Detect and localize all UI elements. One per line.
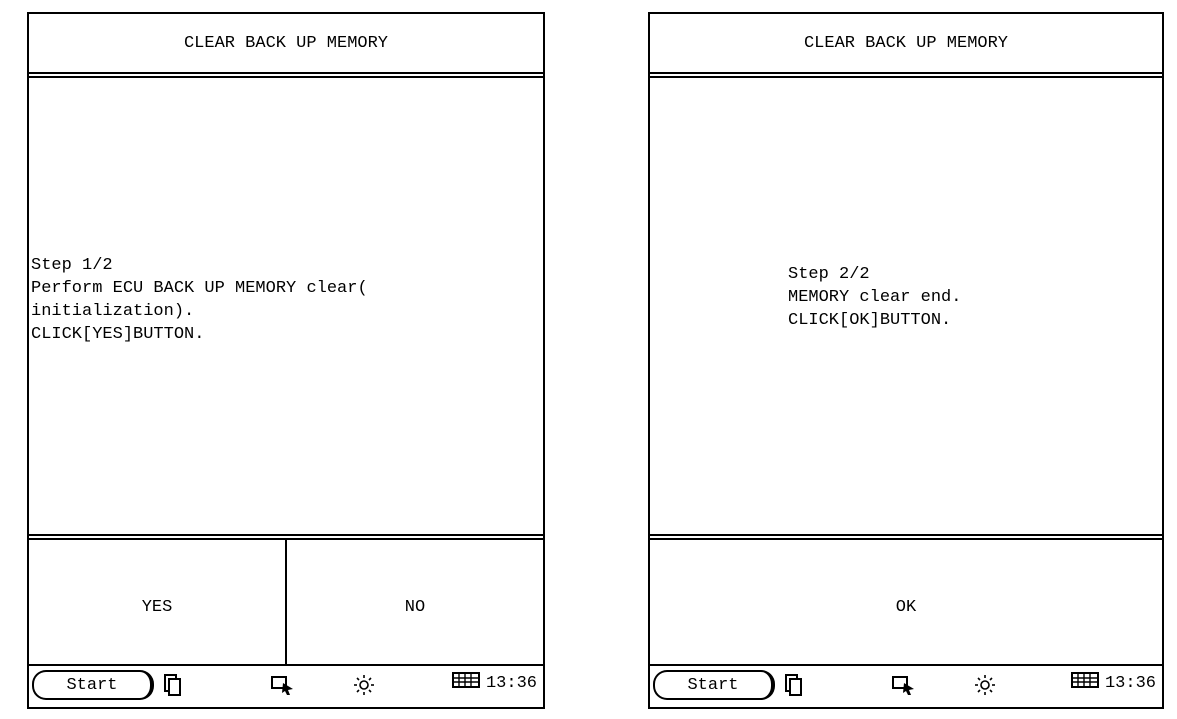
- brightness-icon[interactable]: [353, 673, 375, 697]
- pc-connection-icon[interactable]: [892, 673, 916, 697]
- message-panel: Step 1/2 Perform ECU BACK UP MEMORY clea…: [29, 78, 543, 536]
- device-screen-step-1: CLEAR BACK UP MEMORY Step 1/2 Perform EC…: [27, 12, 545, 709]
- content-divider: [650, 538, 1162, 540]
- title-divider: [29, 76, 543, 78]
- brightness-icon[interactable]: [974, 673, 996, 697]
- clock-time: 13:36: [485, 673, 537, 693]
- screen-title: CLEAR BACK UP MEMORY: [650, 14, 1162, 74]
- start-button[interactable]: Start: [32, 670, 154, 700]
- message-panel: Step 2/2 MEMORY clear end. CLICK[OK]BUTT…: [650, 78, 1162, 536]
- instruction-message: Step 2/2 MEMORY clear end. CLICK[OK]BUTT…: [788, 265, 962, 330]
- windows-icon[interactable]: [785, 673, 803, 697]
- screen-title: CLEAR BACK UP MEMORY: [29, 14, 543, 74]
- start-button[interactable]: Start: [653, 670, 775, 700]
- button-row: OK: [650, 540, 1162, 666]
- taskbar: Start: [650, 666, 1162, 707]
- clock-area: 13:36: [1070, 672, 1156, 694]
- keyboard-icon[interactable]: [451, 672, 480, 694]
- no-button[interactable]: NO: [287, 540, 543, 664]
- button-row: YES NO: [29, 540, 543, 666]
- device-screen-step-2: CLEAR BACK UP MEMORY Step 2/2 MEMORY cle…: [648, 12, 1164, 709]
- windows-icon[interactable]: [164, 673, 182, 697]
- clock-area: 13:36: [451, 672, 537, 694]
- taskbar: Start: [29, 666, 543, 707]
- ok-button[interactable]: OK: [650, 540, 1162, 664]
- keyboard-icon[interactable]: [1070, 672, 1099, 694]
- content-divider: [29, 538, 543, 540]
- clock-time: 13:36: [1104, 673, 1156, 693]
- instruction-message: Step 1/2 Perform ECU BACK UP MEMORY clea…: [31, 256, 368, 344]
- title-divider: [650, 76, 1162, 78]
- pc-connection-icon[interactable]: [271, 673, 295, 697]
- yes-button[interactable]: YES: [29, 540, 287, 664]
